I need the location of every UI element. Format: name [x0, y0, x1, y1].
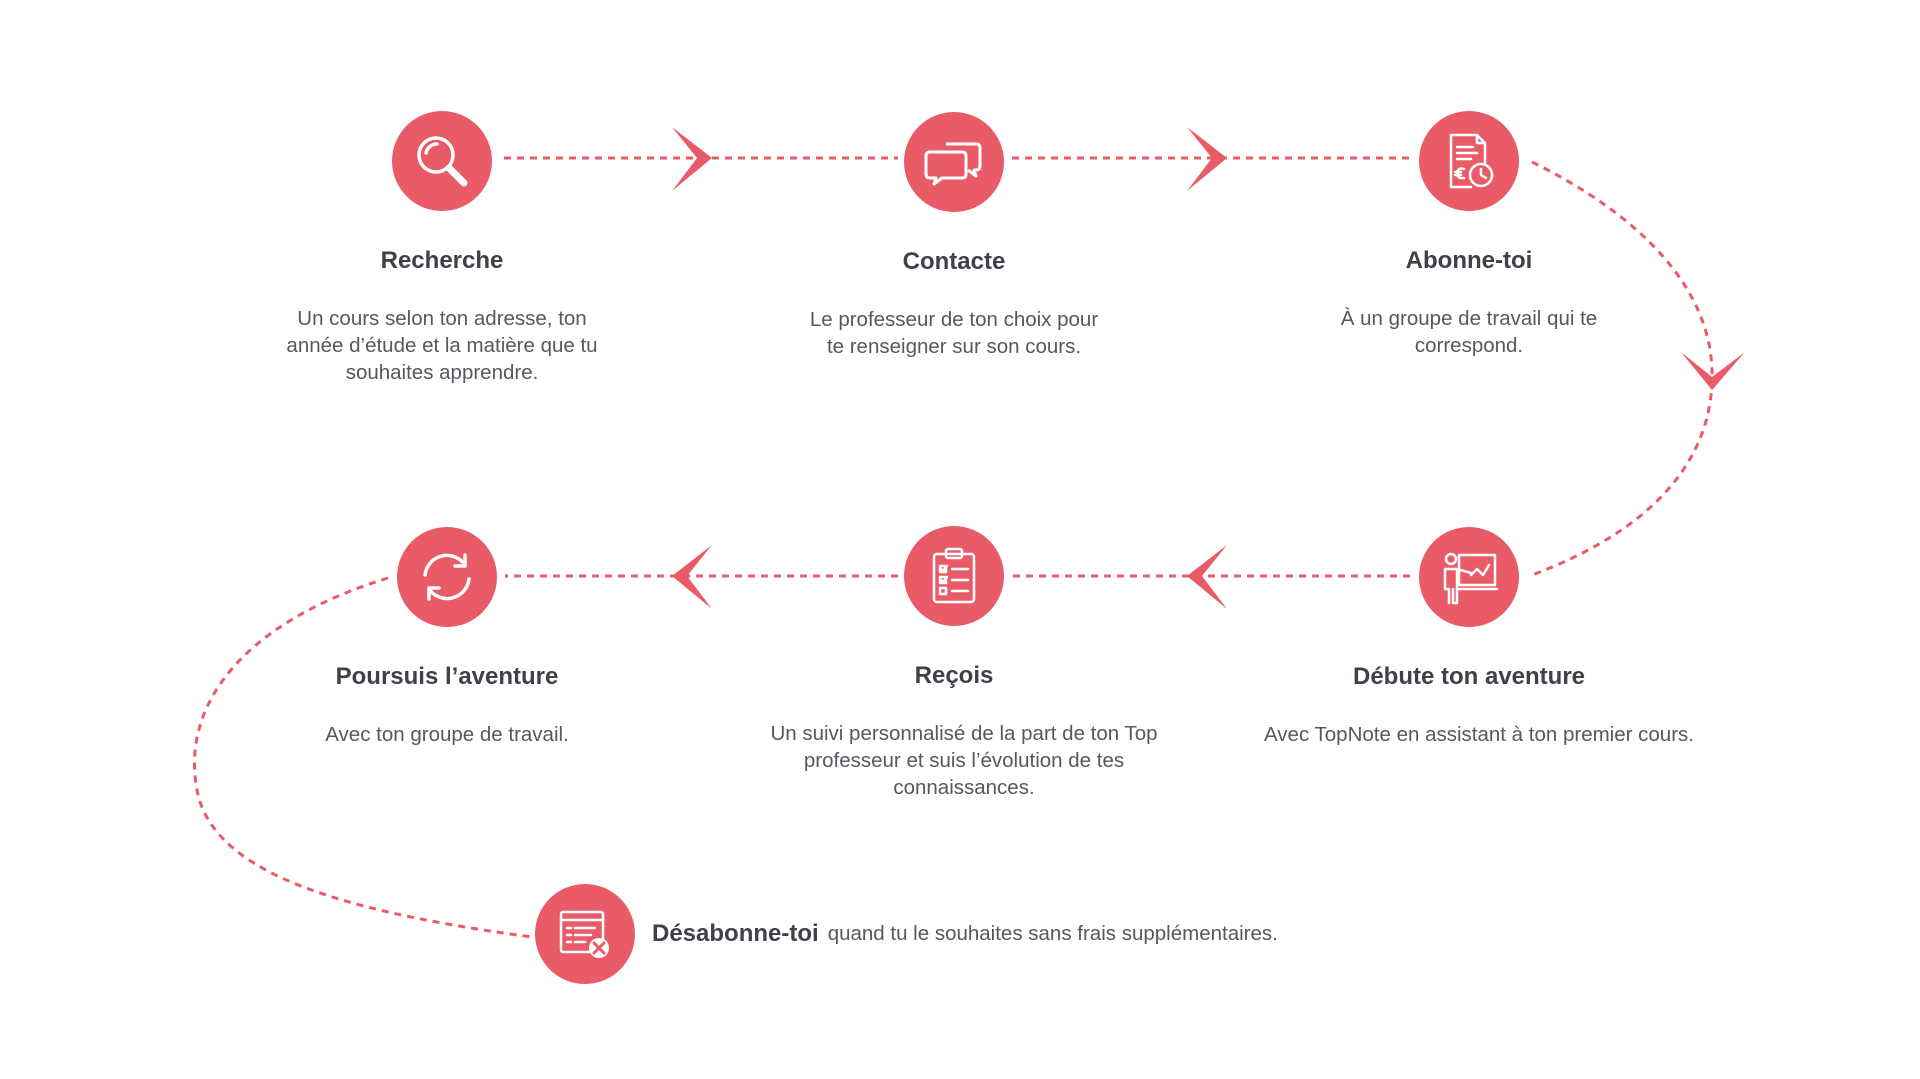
- arrow-head-1: [672, 127, 712, 191]
- step-abonne-toi: Abonne-toi À un groupe de travail qui te…: [1259, 111, 1679, 359]
- final-step-title: Désabonne-toi: [652, 920, 819, 947]
- final-step-description: quand tu le souhaites sans frais supplém…: [827, 922, 1278, 945]
- step-description: Un cours selon ton adresse, ton année d’…: [286, 307, 598, 384]
- step-recherche: Recherche Un cours selon ton adresse, to…: [232, 111, 652, 386]
- step-title: Débute ton aventure: [1352, 663, 1586, 690]
- teacher-board-icon: [1419, 527, 1519, 627]
- step-title: Abonne-toi: [1405, 247, 1533, 274]
- step-debute-aventure: Débute ton aventure Avec TopNote en assi…: [1259, 527, 1694, 748]
- arrow-head-4: [1187, 545, 1227, 609]
- step-poursuis-aventure: Poursuis l’aventure Avec ton groupe de t…: [237, 527, 657, 748]
- step-title: Poursuis l’aventure: [335, 663, 559, 690]
- step-description: À un groupe de travail qui te correspond…: [1340, 307, 1598, 357]
- arrow-head-5: [672, 545, 712, 609]
- step-description: Avec TopNote en assistant à ton premier …: [1264, 723, 1694, 746]
- step-desabonne-toi: Désabonne-toi quand tu le souhaites sans…: [535, 884, 1278, 984]
- chat-bubbles-icon: [904, 112, 1004, 212]
- step-title: Recherche: [380, 247, 504, 274]
- unsubscribe-list-icon: [535, 884, 635, 984]
- subscription-document-icon: [1419, 111, 1519, 211]
- search-icon: [392, 111, 492, 211]
- step-title: Contacte: [902, 248, 1006, 275]
- connector-poursuis-desabonne: [193, 576, 533, 939]
- arrow-head-3: [1681, 352, 1745, 390]
- step-description: Le professeur de ton choix pour te rense…: [809, 308, 1099, 358]
- refresh-cycle-icon: [397, 527, 497, 627]
- step-description: Un suivi personnalisé de la part de ton …: [770, 722, 1158, 799]
- connector-abonne-debute: [1531, 160, 1714, 577]
- checklist-clipboard-icon: [904, 526, 1004, 626]
- step-title: Reçois: [914, 662, 994, 689]
- step-description: Avec ton groupe de travail.: [325, 723, 569, 746]
- step-contacte: Contacte Le professeur de ton choix pour…: [744, 112, 1164, 360]
- arrow-head-2: [1187, 127, 1227, 191]
- step-recois: Reçois Un suivi personnalisé de la part …: [744, 526, 1164, 801]
